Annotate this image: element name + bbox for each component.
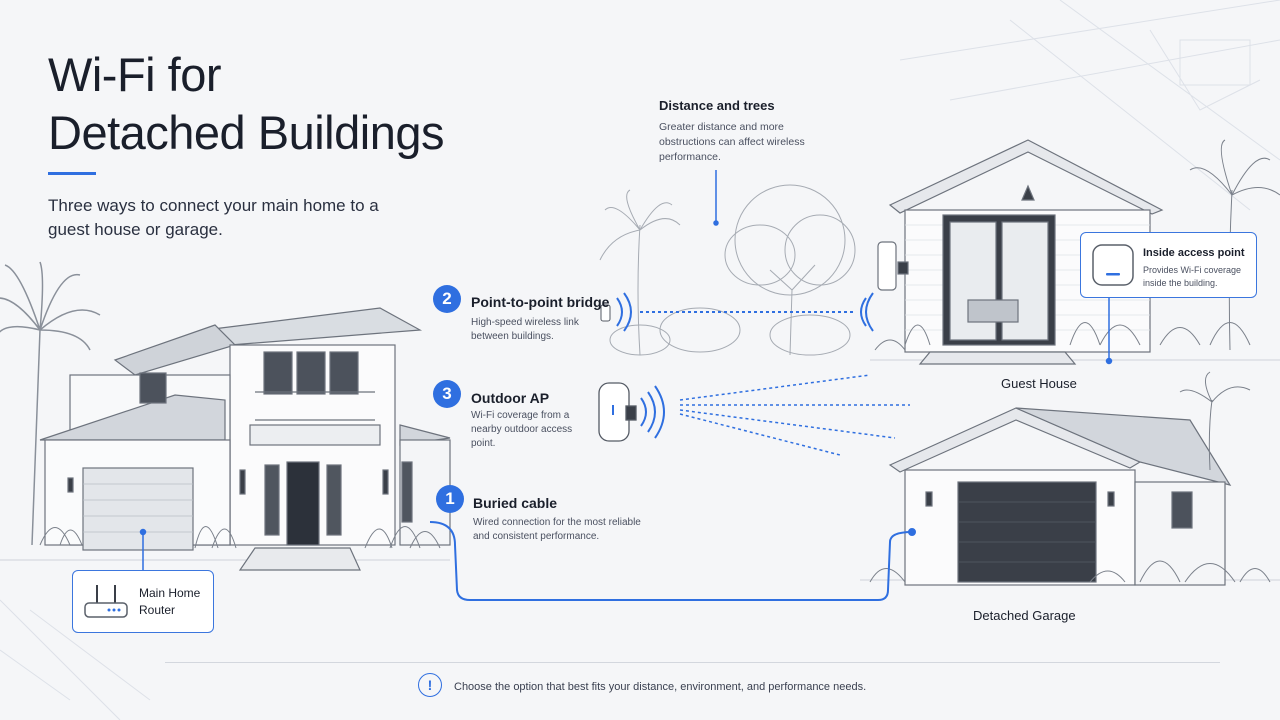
title-accent-rule <box>48 172 96 175</box>
trees-note-description: Greater distance and more obstructions c… <box>659 121 805 163</box>
router-label-line-1: Main Home <box>139 586 201 600</box>
inside-ap-description: Provides Wi-Fi coverage inside the build… <box>1143 265 1242 288</box>
trees-pointer <box>713 170 719 226</box>
page-title: Wi-Fi for Detached Buildings <box>48 46 608 162</box>
palm-tree-left <box>0 261 101 546</box>
router-callout: Main Home Router <box>72 570 214 633</box>
option-cable-number: 1 <box>436 485 464 513</box>
option-cable-title: Buried cable <box>473 495 558 511</box>
title-line-1: Wi-Fi for <box>48 48 222 101</box>
option-bridge-description: High-speed wireless link between buildin… <box>471 317 579 342</box>
router-pointer <box>139 528 147 570</box>
guest-house-label: Guest House <box>1001 376 1077 391</box>
shrubs-guest-house <box>874 139 1280 351</box>
option-outdoor-ap-description: Wi-Fi coverage from a nearby outdoor acc… <box>471 410 573 449</box>
router-icon <box>84 585 128 618</box>
detached-garage <box>888 407 1232 586</box>
router-label: Main Home Router <box>139 585 200 619</box>
inside-ap-title: Inside access point <box>1143 247 1245 259</box>
shrubs-main-house <box>39 526 441 549</box>
subtitle: Three ways to connect your main home to … <box>48 196 379 239</box>
outdoor-ap-device <box>598 382 637 442</box>
footer-note: Choose the option that best fits your di… <box>454 681 867 693</box>
background-trees <box>599 184 856 356</box>
access-point-icon <box>1092 244 1134 286</box>
option-bridge-title: Point-to-point bridge <box>471 294 610 310</box>
outdoor-ap-signal <box>640 374 910 456</box>
shrubs-garage <box>869 371 1271 583</box>
bridge-link <box>616 292 874 332</box>
bridge-device-main <box>600 304 611 322</box>
trees-note-title: Distance and trees <box>659 98 775 113</box>
router-label-line-2: Router <box>139 603 176 617</box>
main-house <box>39 307 451 571</box>
inside-ap-callout: Inside access point Provides Wi-Fi cover… <box>1080 232 1257 298</box>
garage-label: Detached Garage <box>973 608 1076 623</box>
option-outdoor-ap-title: Outdoor AP <box>471 390 550 406</box>
option-outdoor-ap-number: 3 <box>433 380 461 408</box>
option-cable-description: Wired connection for the most reliable a… <box>473 517 641 542</box>
title-line-2: Detached Buildings <box>48 106 445 159</box>
buried-cable <box>429 521 916 601</box>
footer-divider <box>165 662 1220 663</box>
info-icon: ! <box>418 673 442 697</box>
option-bridge-number: 2 <box>433 285 461 313</box>
